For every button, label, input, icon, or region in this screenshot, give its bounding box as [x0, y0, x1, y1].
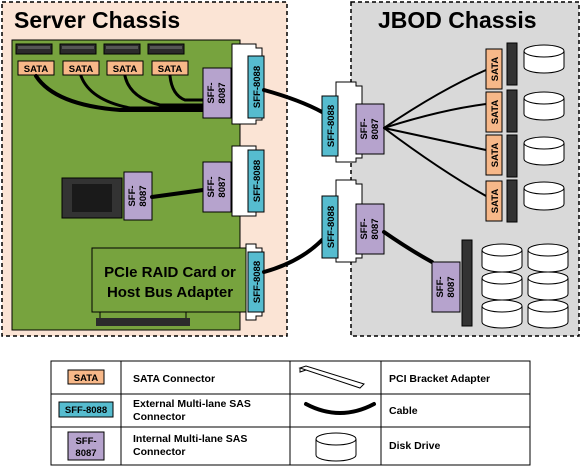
- server-sata-4: SATA: [151, 60, 189, 76]
- server-sff8087-mid: SFF- 8087: [202, 161, 232, 213]
- legend-sff8088-label-1: External Multi-lane SAS: [133, 398, 251, 410]
- jbod-sata-2: SATA: [485, 91, 503, 133]
- svg-text:SFF-: SFF-: [75, 436, 96, 447]
- board-internal-port: [61, 177, 123, 219]
- jbod-sata-1: SATA: [485, 48, 503, 90]
- svg-text:8087: 8087: [446, 276, 457, 297]
- svg-text:SATA: SATA: [74, 373, 99, 384]
- svg-text:SFF-: SFF-: [206, 82, 217, 103]
- svg-text:SFF-8088: SFF-8088: [326, 206, 337, 248]
- legend-sff8087-swatch: SFF- 8087: [67, 431, 105, 461]
- raid-card: PCIe RAID Card or Host Bus Adapter: [91, 247, 249, 326]
- svg-text:SFF-: SFF-: [206, 176, 217, 197]
- jbod-sff8088-top: SFF-8088: [321, 95, 339, 157]
- server-chassis-title: Server Chassis: [14, 7, 180, 33]
- server-sata-2: SATA: [62, 60, 100, 76]
- svg-text:SATA: SATA: [24, 64, 49, 75]
- legend-disk-label: Disk Drive: [389, 440, 441, 452]
- svg-text:SATA: SATA: [113, 64, 138, 75]
- server-sff8088-mid: SFF-8088: [247, 149, 265, 213]
- legend: [50, 360, 531, 466]
- jbod-sata-4: SATA: [485, 180, 503, 222]
- legend-bracket-icon: [298, 365, 365, 389]
- server-sff8088-bottom: SFF-8088: [247, 251, 265, 313]
- svg-text:SATA: SATA: [490, 100, 501, 125]
- svg-text:8087: 8087: [370, 218, 381, 239]
- internal-cable-mid: [150, 188, 205, 199]
- jbod-chassis-title: JBOD Chassis: [378, 7, 537, 33]
- jbod-sff8087-top: SFF- 8087: [355, 103, 385, 155]
- svg-text:SATA: SATA: [158, 64, 183, 75]
- raid-card-line2: Host Bus Adapter: [107, 284, 233, 301]
- jbod-sff8087-backplane: SFF- 8087: [431, 261, 461, 313]
- raid-card-line1: PCIe RAID Card or: [104, 264, 236, 281]
- svg-text:8087: 8087: [217, 176, 228, 197]
- svg-text:SFF-8088: SFF-8088: [252, 261, 263, 303]
- legend-sff8087-label-2: Connector: [133, 446, 186, 458]
- jbod-sff8087-bottom: SFF- 8087: [355, 203, 385, 255]
- legend-bracket-label: PCI Bracket Adapter: [389, 373, 490, 385]
- server-sff8088-top: SFF-8088: [247, 55, 265, 119]
- svg-text:8087: 8087: [138, 185, 149, 206]
- svg-text:8087: 8087: [370, 118, 381, 139]
- legend-disk-icon: [315, 432, 357, 462]
- sata-fanout-cable: [34, 74, 205, 112]
- jbod-backplane: [461, 239, 473, 327]
- svg-text:SFF-: SFF-: [127, 185, 138, 206]
- server-sff8087-top: SFF- 8087: [202, 67, 232, 119]
- svg-text:SFF-: SFF-: [359, 218, 370, 239]
- svg-text:SFF-8088: SFF-8088: [252, 160, 263, 202]
- jbod-sata-3: SATA: [485, 134, 503, 176]
- legend-sata-swatch: SATA: [67, 369, 105, 385]
- legend-sata-label: SATA Connector: [133, 373, 215, 385]
- legend-cable-icon: [304, 402, 376, 415]
- jbod-fanout-cable: [383, 69, 487, 197]
- svg-text:SFF-8088: SFF-8088: [65, 405, 107, 416]
- legend-sff8087-label-1: Internal Multi-lane SAS: [133, 433, 247, 445]
- jbod-sff8088-bottom: SFF-8088: [321, 195, 339, 259]
- legend-sff8088-swatch: SFF-8088: [58, 401, 114, 418]
- svg-text:8087: 8087: [217, 82, 228, 103]
- legend-sff8088-label-2: Connector: [133, 411, 186, 423]
- svg-text:SATA: SATA: [490, 143, 501, 168]
- svg-text:SFF-8088: SFF-8088: [252, 66, 263, 108]
- svg-text:SFF-: SFF-: [435, 276, 446, 297]
- server-sata-1: SATA: [17, 60, 55, 76]
- svg-text:SATA: SATA: [490, 189, 501, 214]
- board-sff8087: SFF- 8087: [123, 171, 153, 221]
- legend-cable-label: Cable: [389, 405, 418, 417]
- svg-text:8087: 8087: [75, 448, 96, 459]
- jbod-backplane-slots: [506, 42, 518, 223]
- external-cable-bottom: [262, 238, 324, 274]
- svg-text:SFF-8088: SFF-8088: [326, 105, 337, 147]
- jbod-cable-bottom: [382, 230, 434, 264]
- svg-text:SFF-: SFF-: [359, 118, 370, 139]
- external-cable-top: [262, 88, 324, 114]
- server-sata-3: SATA: [106, 60, 144, 76]
- svg-text:SATA: SATA: [69, 64, 94, 75]
- svg-text:SATA: SATA: [490, 57, 501, 82]
